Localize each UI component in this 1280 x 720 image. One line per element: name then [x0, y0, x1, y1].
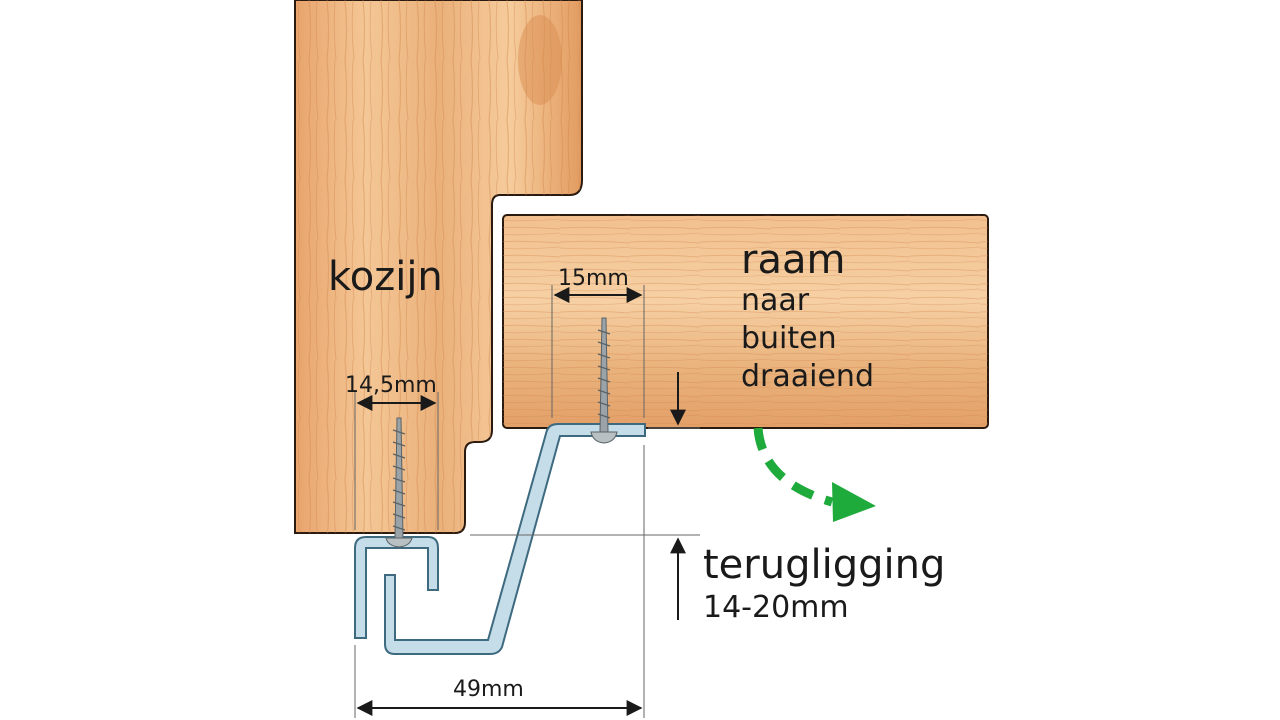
- label-setback-range: 14-20mm: [703, 590, 849, 625]
- label-dim-sash-screw: 15mm: [558, 266, 629, 291]
- label-dim-frame-screw: 14,5mm: [345, 373, 437, 398]
- label-dim-overall-width: 49mm: [453, 677, 524, 702]
- dimension-frame-screw: [354, 392, 439, 530]
- label-sash-line2: buiten: [741, 321, 837, 356]
- screw-icon: [590, 317, 618, 444]
- screw-icon: [385, 417, 413, 548]
- label-sash-title: raam: [741, 237, 845, 283]
- dimension-sash-screw: [551, 285, 645, 418]
- label-sash-line3: draaiend: [741, 359, 874, 394]
- curved-arrow-icon: [753, 427, 876, 522]
- metal-profile: [354, 423, 646, 655]
- label-frame: kozijn: [328, 254, 443, 300]
- label-sash-line1: naar: [741, 283, 810, 318]
- label-setback-title: terugligging: [703, 542, 945, 588]
- sash-raam: [502, 214, 989, 429]
- dimension-overall-width: [354, 445, 645, 718]
- dimension-setback: [470, 372, 700, 620]
